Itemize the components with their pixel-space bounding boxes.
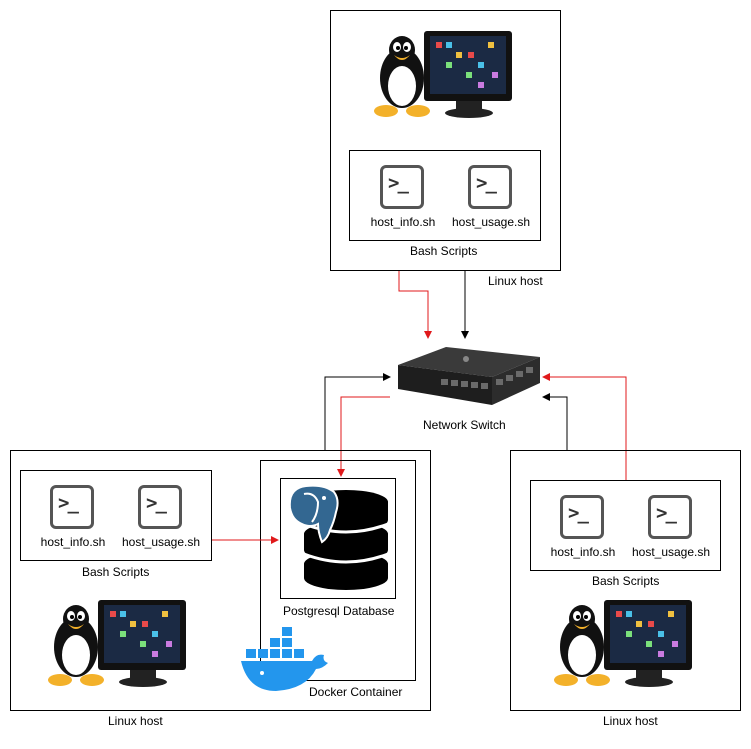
right-host-info-script[interactable]: >_ host_info.sh — [538, 495, 628, 570]
left-linux-host-box — [10, 450, 431, 711]
script-name: host_info.sh — [550, 545, 616, 559]
terminal-icon: >_ — [648, 495, 692, 539]
left-bash-scripts-label: Bash Scripts — [82, 565, 150, 579]
right-linux-computer-icon — [552, 597, 696, 689]
docker-whale-icon — [240, 625, 330, 693]
arrow-right-black — [542, 393, 568, 450]
docker-container-label: Docker Container — [309, 685, 403, 699]
network-switch-icon — [396, 345, 542, 407]
terminal-icon: >_ — [468, 165, 512, 209]
left-linux-host-label: Linux host — [108, 714, 163, 728]
right-bash-scripts-label: Bash Scripts — [592, 574, 660, 588]
script-name: host_info.sh — [370, 215, 436, 229]
terminal-icon: >_ — [560, 495, 604, 539]
terminal-icon: >_ — [380, 165, 424, 209]
script-name: host_info.sh — [40, 535, 106, 549]
top-linux-host-label: Linux host — [488, 274, 543, 288]
top-bash-scripts-label: Bash Scripts — [410, 244, 478, 258]
terminal-icon: >_ — [138, 485, 182, 529]
script-name: host_usage.sh — [121, 535, 201, 549]
left-host-info-script[interactable]: >_ host_info.sh — [28, 485, 118, 560]
right-host-usage-script[interactable]: >_ host_usage.sh — [626, 495, 716, 570]
right-linux-host-box — [510, 450, 741, 711]
arrow-left-black — [324, 373, 391, 450]
script-name: host_usage.sh — [451, 215, 531, 229]
terminal-icon: >_ — [50, 485, 94, 529]
right-linux-host-label: Linux host — [603, 714, 658, 728]
postgresql-database-icon — [284, 482, 392, 594]
postgresql-database-label: Postgresql Database — [283, 604, 395, 618]
network-switch-label: Network Switch — [423, 418, 506, 432]
left-linux-computer-icon — [46, 597, 190, 689]
script-name: host_usage.sh — [631, 545, 711, 559]
top-host-usage-script[interactable]: >_ host_usage.sh — [446, 165, 536, 240]
top-host-info-script[interactable]: >_ host_info.sh — [358, 165, 448, 240]
top-linux-computer-icon — [372, 28, 516, 120]
docker-container-box — [260, 460, 416, 681]
left-host-usage-script[interactable]: >_ host_usage.sh — [116, 485, 206, 560]
arrow-right-red — [542, 373, 627, 480]
arrow-switch-db-red — [337, 396, 390, 477]
